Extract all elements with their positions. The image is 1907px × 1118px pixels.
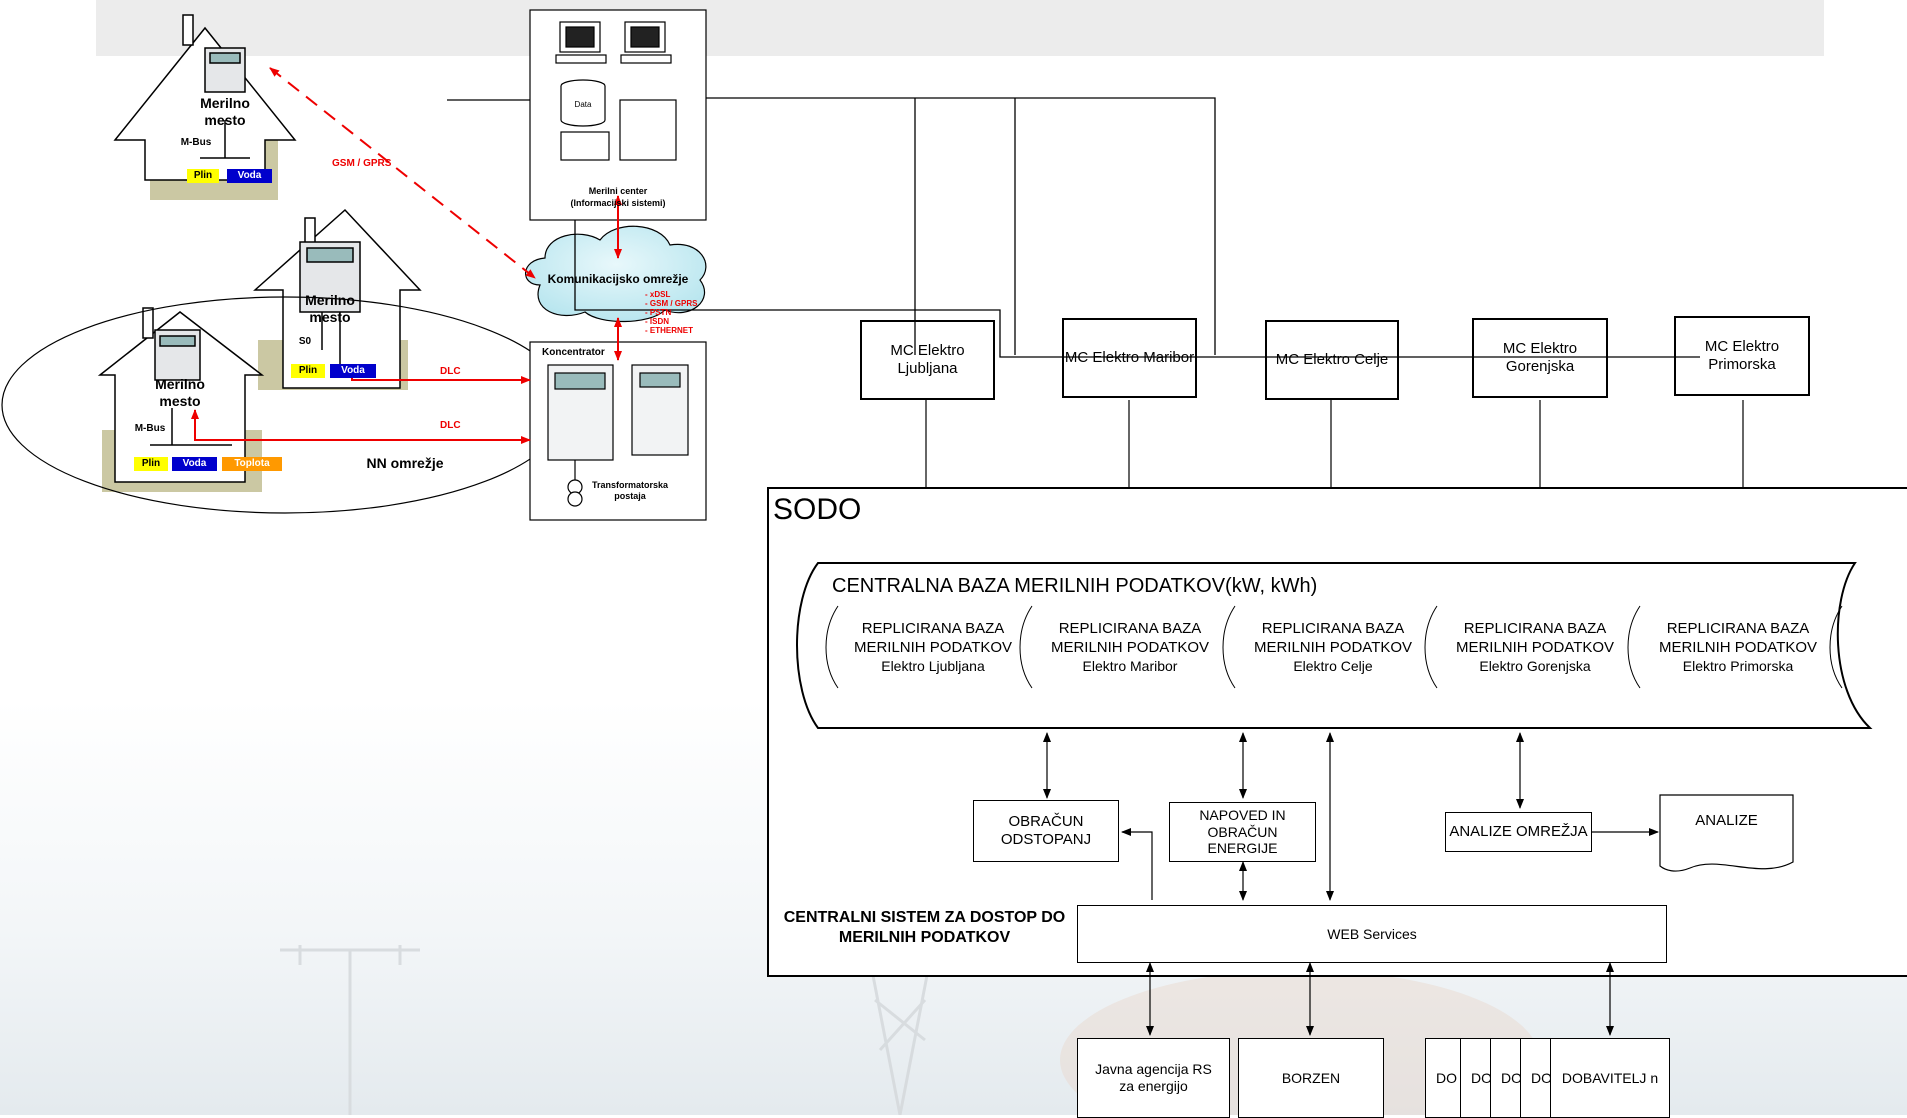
replicated-db-name: Elektro Ljubljana [881,657,985,674]
concentrator-title: Koncentrator [542,347,605,358]
house-middle-meter-label: Merilno mesto [305,292,355,325]
supplier-box-n: DOBAVITELJ n [1550,1038,1670,1118]
web-services-box: WEB Services [1077,905,1667,963]
metering-center-box [529,9,707,221]
dlc-link-1-label: DLC [440,366,461,377]
obracun-odstopanj-box: OBRAČUN ODSTOPANJ [973,800,1119,862]
replicated-db-name: Elektro Celje [1293,657,1373,674]
comm-network-options: - xDSL - GSM / GPRS - PSTN - ISDN - ETHE… [645,290,697,335]
sodo-title: SODO [773,493,862,526]
replicated-db-line: REPLICIRANA BAZA [1463,620,1607,637]
replicated-db-line: REPLICIRANA BAZA [861,620,1005,637]
concentrator-box [529,341,707,521]
replicated-db-line: REPLICIRANA BAZA [1666,620,1810,637]
supplier-box-1: DO [1425,1038,1465,1118]
sodo-container [767,487,1907,977]
replicated-db-name: Elektro Maribor [1082,657,1178,674]
metering-center-title: Merilni center [588,186,648,196]
mc-elektro-maribor: MC Elektro Maribor [1062,318,1197,398]
mc-elektro-primorska: MC Elektro Primorska [1674,316,1810,396]
replicated-db-dividers [825,605,1843,689]
analize-omrezja-box: ANALIZE OMREŽJA [1445,812,1592,852]
dlc-link-2-label: DLC [440,420,461,431]
comm-option-isdn: - ISDN [645,317,669,326]
replicated-db-line: REPLICIRANA BAZA [1058,620,1202,637]
header-band [96,0,1824,56]
comm-option-ethernet: - ETHERNET [645,326,693,335]
sodo-arrows [1043,732,1659,1036]
nn-network-label: NN omrežje [366,455,444,471]
replicated-db-line: MERILNIH PODATKOV [1658,638,1818,656]
house-top-voda-tag: Voda [227,169,272,183]
replicated-db-name: Elektro Gorenjska [1479,657,1591,674]
central-db-title: CENTRALNA BAZA MERILNIH PODATKOV(kW, kWh… [832,575,1318,597]
gsm-link-label: GSM / GPRS [332,158,392,169]
replicated-db-celje: REPLICIRANA BAZA MERILNIH PODATKOV Elekt… [1235,620,1431,675]
replicated-db-name: Elektro Primorska [1682,657,1794,674]
data-store-label: Data [574,100,592,109]
replicated-db-maribor: REPLICIRANA BAZA MERILNIH PODATKOV Elekt… [1032,620,1228,675]
agency-box: Javna agencija RS za energijo [1077,1038,1230,1118]
central-system-label: CENTRALNI SISTEM ZA DOSTOP DO MERILNIH P… [783,909,1066,946]
replicated-db-primorska: REPLICIRANA BAZA MERILNIH PODATKOV Elekt… [1640,620,1836,675]
metering-center-subtitle: (Informacijski sistemi) [570,198,666,208]
mc-elektro-ljubljana: MC Elektro Ljubljana [860,320,995,400]
comm-option-pstn: - PSTN [645,308,672,317]
comm-option-xdsl: - xDSL [645,290,671,299]
mc-elektro-celje: MC Elektro Celje [1265,320,1399,400]
borzen-box: BORZEN [1238,1038,1384,1118]
dlc-link-2 [191,409,531,444]
comm-network-cloud [525,225,707,323]
mc-elektro-gorenjska: MC Elektro Gorenjska [1472,318,1608,398]
analize-label: ANALIZE [1695,812,1758,829]
central-db-shape [796,562,1873,729]
replicated-db-ljubljana: REPLICIRANA BAZA MERILNIH PODATKOV Elekt… [838,620,1028,675]
house-left-meter-label: Merilno mesto [155,376,205,409]
backbone-lines [447,97,1700,358]
comm-option-gsm: - GSM / GPRS [645,299,698,308]
napoved-obracun-box: NAPOVED IN OBRAČUN ENERGIJE [1169,802,1316,862]
house-left-plin-tag: Plin [134,457,168,471]
house-top-meter-label: Merilno mesto [200,95,250,128]
comm-network-title: Komunikacijsko omrežje [547,272,689,286]
replicated-db-line: MERILNIH PODATKOV [1253,638,1413,656]
transformer-station-label: Transformatorska postaja [591,480,669,501]
house-left-bus-label: M-Bus [134,423,166,434]
house-top-plin-tag: Plin [187,169,219,183]
house-middle-plin-tag: Plin [291,364,325,378]
house-left-toplota-tag: Toplota [222,457,282,471]
house-middle-bus-label: S0 [298,336,312,347]
house-left-voda-tag: Voda [172,457,217,471]
replicated-db-line: MERILNIH PODATKOV [1050,638,1210,656]
replicated-db-line: MERILNIH PODATKOV [853,638,1013,656]
replicated-db-gorenjska: REPLICIRANA BAZA MERILNIH PODATKOV Elekt… [1437,620,1633,675]
replicated-db-line: REPLICIRANA BAZA [1261,620,1405,637]
replicated-db-line: MERILNIH PODATKOV [1455,638,1615,656]
house-middle-voda-tag: Voda [330,364,376,378]
house-top-bus-label: M-Bus [180,137,212,148]
analize-document-shape [1659,794,1794,872]
gsm-link-arrow [269,67,536,279]
